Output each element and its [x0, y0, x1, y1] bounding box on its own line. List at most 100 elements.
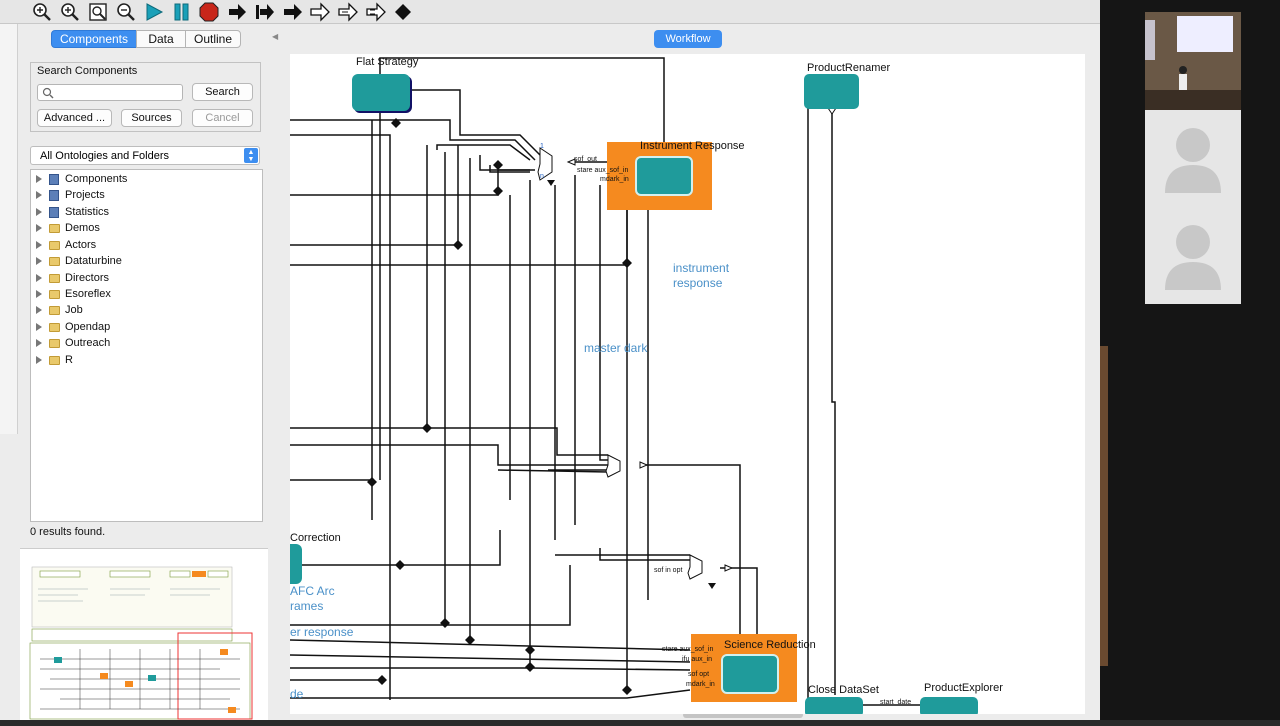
tree-item-label: Demos	[65, 222, 100, 234]
background-window	[0, 24, 18, 434]
tree-item-label: Statistics	[65, 206, 110, 218]
port-label: sof in opt	[654, 567, 683, 574]
tree-item-outreach[interactable]: Outreach	[31, 335, 261, 351]
expand-icon[interactable]	[36, 323, 42, 331]
tree-item-components[interactable]: Components	[31, 171, 261, 187]
participant-tile-2	[1145, 206, 1241, 304]
tree-item-esoreflex[interactable]: Esoreflex	[31, 286, 261, 302]
port-label: start_date	[880, 699, 912, 706]
video-call-sidebar	[1100, 0, 1280, 720]
search-group-title: Search Components	[37, 65, 138, 77]
library-icon	[49, 206, 59, 218]
zoom-in-icon[interactable]	[30, 1, 54, 23]
tree-item-label: Outreach	[65, 337, 111, 349]
annotation-afc-arc: AFC Arc	[290, 584, 335, 598]
step-arrow-icon[interactable]	[308, 1, 332, 23]
step-outline-2-icon[interactable]	[364, 1, 388, 23]
zoom-reset-icon[interactable]	[58, 1, 82, 23]
correction-actor[interactable]	[290, 544, 302, 584]
tree-item-label: Job	[65, 304, 83, 316]
workflow-overview-thumbnail[interactable]	[20, 548, 268, 720]
expand-icon[interactable]	[36, 306, 42, 314]
annotation-frames: rames	[290, 599, 324, 613]
tab-workflow[interactable]: Workflow	[654, 30, 722, 48]
product-explorer-label: ProductExplorer	[924, 682, 1003, 694]
tree-item-demos[interactable]: Demos	[31, 220, 261, 236]
collapse-arrow-icon[interactable]: ◀	[272, 32, 279, 41]
flat-strategy-actor[interactable]	[352, 74, 410, 111]
expand-icon[interactable]	[36, 290, 42, 298]
expand-icon[interactable]	[36, 175, 42, 183]
search-button[interactable]: Search	[192, 83, 253, 101]
annotation-de: de	[290, 687, 304, 701]
pause-icon[interactable]	[170, 1, 194, 23]
folder-icon	[49, 355, 60, 365]
folder-icon	[49, 256, 60, 266]
folder-icon	[49, 305, 60, 315]
tree-item-dataturbine[interactable]: Dataturbine	[31, 253, 261, 269]
expand-icon[interactable]	[36, 208, 42, 216]
sources-button[interactable]: Sources	[121, 109, 182, 127]
cancel-button[interactable]: Cancel	[192, 109, 253, 127]
folder-icon	[49, 338, 60, 348]
avatar	[1165, 225, 1221, 290]
tree-item-job[interactable]: Job	[31, 302, 261, 318]
ontology-select[interactable]: All Ontologies and Folders ▲▼	[30, 146, 260, 165]
step-outline-icon[interactable]	[336, 1, 360, 23]
expand-icon[interactable]	[36, 191, 42, 199]
tree-item-directors[interactable]: Directors	[31, 270, 261, 286]
run-icon[interactable]	[142, 1, 166, 23]
zoom-out-icon[interactable]	[114, 1, 138, 23]
avatar	[1165, 128, 1221, 193]
tab-data[interactable]: Data	[136, 30, 186, 48]
breakpoint-icon[interactable]	[391, 1, 415, 23]
search-input[interactable]	[37, 84, 183, 101]
tree-item-label: Opendap	[65, 321, 111, 333]
tree-item-projects[interactable]: Projects	[31, 187, 261, 203]
components-panel: Components Data Outline ◀ Search Compone…	[18, 24, 280, 720]
tree-item-actors[interactable]: Actors	[31, 237, 261, 253]
science-reduction-actor[interactable]	[721, 654, 779, 694]
background-window-edge	[1100, 346, 1108, 666]
port-label: ifu aux_in	[682, 656, 712, 663]
ontology-select-value: All Ontologies and Folders	[40, 149, 170, 162]
step-icon[interactable]	[225, 1, 249, 23]
toolbar	[0, 0, 1100, 24]
tab-outline[interactable]: Outline	[185, 30, 241, 48]
results-count: 0 results found.	[30, 526, 106, 538]
product-renamer-actor[interactable]	[804, 74, 859, 109]
expand-icon[interactable]	[36, 356, 42, 364]
annotation-master-dark: master dark	[584, 341, 648, 355]
port-index-label: n	[540, 173, 544, 180]
tree-item-label: Actors	[65, 239, 97, 251]
horizontal-scrollbar[interactable]	[683, 712, 803, 718]
expand-icon[interactable]	[36, 274, 42, 282]
participant-tile-1	[1145, 110, 1241, 206]
zoom-fit-icon[interactable]	[86, 1, 110, 23]
annotation-response: response	[673, 276, 723, 290]
tree-item-r[interactable]: R	[31, 352, 261, 368]
port-label: stare aux_sof_in	[577, 167, 629, 174]
tree-item-opendap[interactable]: Opendap	[31, 319, 261, 335]
port-label: sof opt	[688, 671, 710, 678]
product-explorer-actor[interactable]	[920, 697, 978, 714]
tree-item-label: Dataturbine	[65, 255, 122, 267]
workflow-canvas[interactable]: Flat Strategy ProductRenamer Instrument …	[290, 54, 1085, 714]
kepler-application: Components Data Outline ◀ Search Compone…	[0, 0, 1100, 720]
step-end-icon[interactable]	[253, 1, 277, 23]
tree-item-statistics[interactable]: Statistics	[31, 204, 261, 220]
port-label: mdark_in	[600, 176, 629, 183]
expand-icon[interactable]	[36, 339, 42, 347]
instrument-response-actor[interactable]	[635, 156, 693, 196]
expand-icon[interactable]	[36, 224, 42, 232]
folder-icon	[49, 322, 60, 332]
advanced-button[interactable]: Advanced ...	[37, 109, 112, 127]
close-dataset-actor[interactable]	[805, 697, 863, 714]
stop-icon[interactable]	[197, 1, 221, 23]
expand-icon[interactable]	[36, 257, 42, 265]
step-forward-icon[interactable]	[281, 1, 305, 23]
annotation-instrument: instrument	[673, 261, 730, 275]
expand-icon[interactable]	[36, 241, 42, 249]
participant-tile-room	[1145, 12, 1241, 110]
tab-components[interactable]: Components	[51, 30, 137, 48]
